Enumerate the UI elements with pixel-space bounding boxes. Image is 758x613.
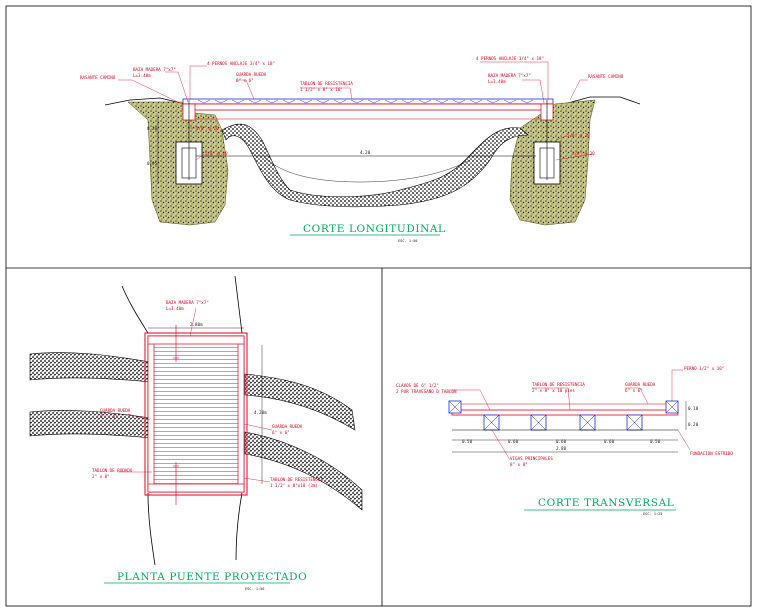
cross-beam-top — [147, 335, 245, 345]
plan-beam-label: BAZA MADERA 7"x7" — [166, 300, 209, 305]
nails-detail: 2 POR TRAVESAÑO D TABLON — [396, 389, 457, 394]
total-width: 2.80 — [556, 446, 567, 451]
rebar-c-label: 5/8" @ 20 — [567, 133, 590, 138]
deck-plank-marks — [197, 99, 534, 104]
spacing-2: 0.60 — [508, 439, 519, 444]
deck-plank-size: 1 1/2" x 8" x 10' — [300, 87, 343, 92]
deck-main-beam — [182, 103, 554, 111]
plan-width-label: 2.80m — [190, 322, 203, 327]
plan-title: PLANTA PUENTE PROYECTADO — [117, 571, 307, 583]
plan-guard-left-size: 6" x 6" — [100, 414, 118, 419]
foot-dimension: 0.95 — [147, 161, 158, 166]
plan-view: 2.80m 4.20m BAZA MADERA 7"x7" L=3.40m GU… — [29, 275, 363, 591]
beam-right-length: L=3.40m — [488, 79, 506, 84]
road-right-label: RASANTE CAMINO — [588, 74, 624, 79]
main-beams-size: 8" x 8" — [510, 462, 528, 467]
spacing-3: 0.60 — [556, 439, 567, 444]
deck-guard-rail — [182, 98, 554, 105]
guard-rail-label: GUARDA RUEDA — [236, 72, 267, 77]
sheet-border — [5, 5, 752, 607]
plan-rolling-plank-label: TABLON DE RODADO — [92, 468, 133, 473]
span-dimension: 4.20 — [360, 150, 371, 155]
transversal-deck-plank-size: 2" x 8" x 10 pies — [532, 388, 575, 393]
plan-beam-length: L=3.40m — [166, 306, 184, 311]
height-dimension: 0.30 — [147, 126, 158, 131]
cross-beam-bottom — [147, 483, 245, 493]
plan-guard-right-label: GUARDA RUEDA — [272, 424, 303, 429]
transversal-guard-right-x — [665, 400, 679, 414]
longitudinal-section: 4.20 0.30 0.95 RASANTE CAMINO BAZA MADER… — [80, 56, 641, 243]
plan-guard-left-label: GUARDA RUEDA — [100, 408, 131, 413]
upper-riverbank — [29, 352, 151, 383]
plan-guard-right-size: 6" x 6" — [272, 430, 290, 435]
lower-riverbank — [29, 410, 151, 439]
bridge-deck — [147, 335, 245, 493]
longitudinal-leaders — [118, 61, 593, 161]
plan-length-label: 4.20m — [254, 410, 267, 415]
section-cut-markers — [173, 325, 179, 505]
main-beam-2-x — [530, 414, 547, 431]
guard-rail-left — [147, 335, 155, 493]
transversal-guard-left-x — [448, 400, 462, 414]
foundation-label: FUNDACION ESTRIBO — [690, 451, 733, 456]
spacing-4: 0.60 — [604, 439, 615, 444]
nails-label: CLAVOS DE 6" 1/2" — [396, 383, 439, 388]
river-water-line — [264, 157, 471, 183]
side-height: 0.20 — [688, 422, 699, 427]
spacing-5: 0.50 — [650, 439, 661, 444]
rebar-b-label: 5/8" @ 20 — [205, 151, 228, 156]
rebar-d-label: 5/8" @ 20 — [572, 151, 595, 156]
transversal-deck-plank-label: TABLON DE RESISTENCIA — [532, 382, 585, 387]
longitudinal-title: CORTE LONGITUDINAL — [303, 223, 446, 235]
spacing-1: 0.50 — [462, 439, 473, 444]
riverbed-rock — [221, 123, 529, 208]
road-approach-top — [121, 275, 243, 334]
plan-scale: ESC. 1:50 — [245, 587, 264, 591]
transversal-scale: ESC. 1:25 — [643, 512, 662, 516]
bridge-beam-frame — [144, 332, 248, 496]
main-beam-4-x — [626, 414, 643, 431]
upper-riverbank-right — [244, 373, 356, 431]
plan-leaders — [118, 307, 273, 483]
road-approach-bottom — [147, 492, 243, 566]
main-beam-1-x — [483, 414, 500, 431]
guard-rail-size: 6" x 6" — [236, 78, 254, 83]
transversal-guard-size: 6" x 6" — [625, 388, 643, 393]
transversal-title: CORTE TRANSVERSAL — [538, 497, 674, 509]
bolts-right-label: 4 PERNOS ANCLAJE 3/4" x 18" — [476, 56, 544, 61]
bolt-label: PERNO 1/2" x 10" — [684, 366, 724, 371]
transversal-leaders — [450, 369, 691, 461]
lower-riverbank-right — [244, 431, 363, 511]
bolts-left-label: 4 PERNOS ANCLAJE 3/4" x 18" — [207, 61, 275, 66]
transversal-section: 0.50 0.60 0.60 0.60 0.50 2.80 0.18 0.20 … — [396, 366, 733, 516]
main-beam-3-x — [579, 414, 596, 431]
plan-deck-plank-size: 1 1/2" x 8"x10 (3m) — [270, 483, 318, 488]
beam-left-label: BAZA MADERA 7"x7" — [133, 67, 176, 72]
plan-rolling-plank-size: 2" x 8" — [92, 474, 110, 479]
longitudinal-scale: ESC. 1:50 — [398, 239, 417, 243]
guard-rail-right — [237, 335, 245, 493]
transversal-guard-label: GUARDA RUEDA — [625, 382, 656, 387]
deck-plank-label: TABLON DE RESISTENCIA — [300, 81, 353, 86]
beam-left-length: L=3.40m — [133, 73, 151, 78]
top-height: 0.18 — [688, 406, 699, 411]
main-beams-label: VIGAS PRINCIPALES — [510, 456, 553, 461]
rebar-a-label: 5/8" @ 20 — [196, 126, 219, 131]
road-left-label: RASANTE CAMINO — [80, 75, 116, 80]
transversal-deck-plank — [451, 409, 679, 416]
beam-right-label: BAZA MADERA 7"x7" — [488, 73, 531, 78]
plan-deck-plank-label: TABLON DE RESISTENCIA — [270, 477, 323, 482]
